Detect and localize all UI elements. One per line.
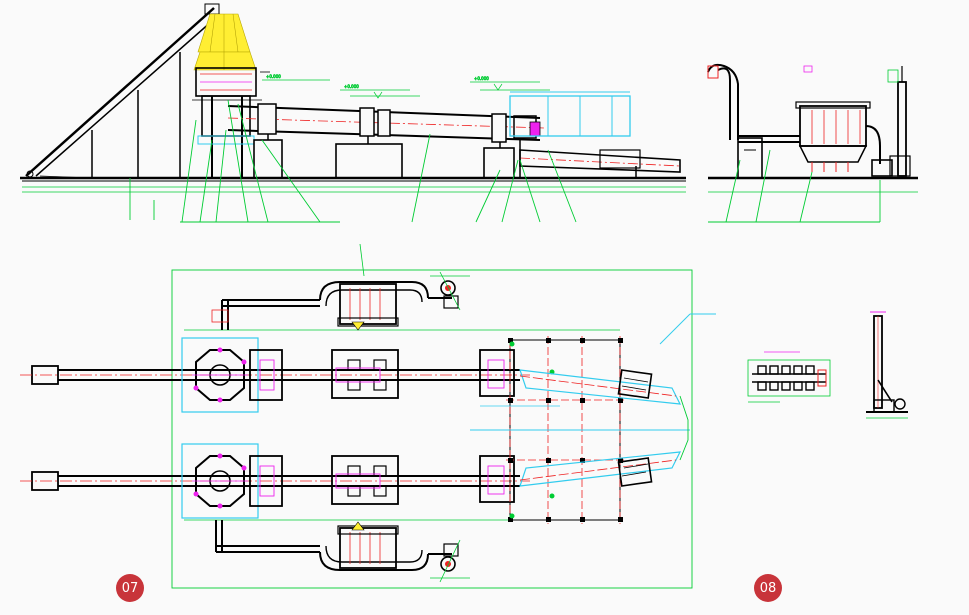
- cooler-building-grid: [470, 336, 690, 524]
- kiln-line-lower: [20, 443, 530, 519]
- elevation-view-kiln-line: +0.000 +0.000 +0.000: [20, 3, 686, 223]
- cooler-section: [509, 91, 681, 178]
- kiln-line-upper: [20, 337, 530, 413]
- badge-07-circle: [116, 574, 144, 602]
- detail-view-dust-collector: [747, 311, 908, 419]
- plan-view-twin-kiln: [20, 243, 716, 589]
- dust-collector-upper: [211, 243, 470, 331]
- svg-text:+0.000: +0.000: [474, 76, 489, 81]
- svg-text:+0.000: +0.000: [266, 74, 281, 79]
- inclined-conveyor: [25, 3, 221, 179]
- cooler-upper: [519, 369, 682, 405]
- drawing-number-badge: 07: [121, 580, 139, 596]
- rotary-kiln-elevation: [227, 103, 546, 179]
- drawing-number-badge: 08: [759, 580, 777, 596]
- leader-lines-elevation: [129, 99, 577, 223]
- svg-text:+0.000: +0.000: [344, 84, 359, 89]
- preheater-tower: [192, 13, 270, 178]
- badge-08-circle: [754, 574, 782, 602]
- dust-collector-lower: [215, 520, 470, 583]
- elevation-view-dust-collector: [707, 63, 918, 223]
- elevation-markers: +0.000 +0.000 +0.000: [262, 74, 550, 99]
- cooler-lower: [519, 451, 682, 487]
